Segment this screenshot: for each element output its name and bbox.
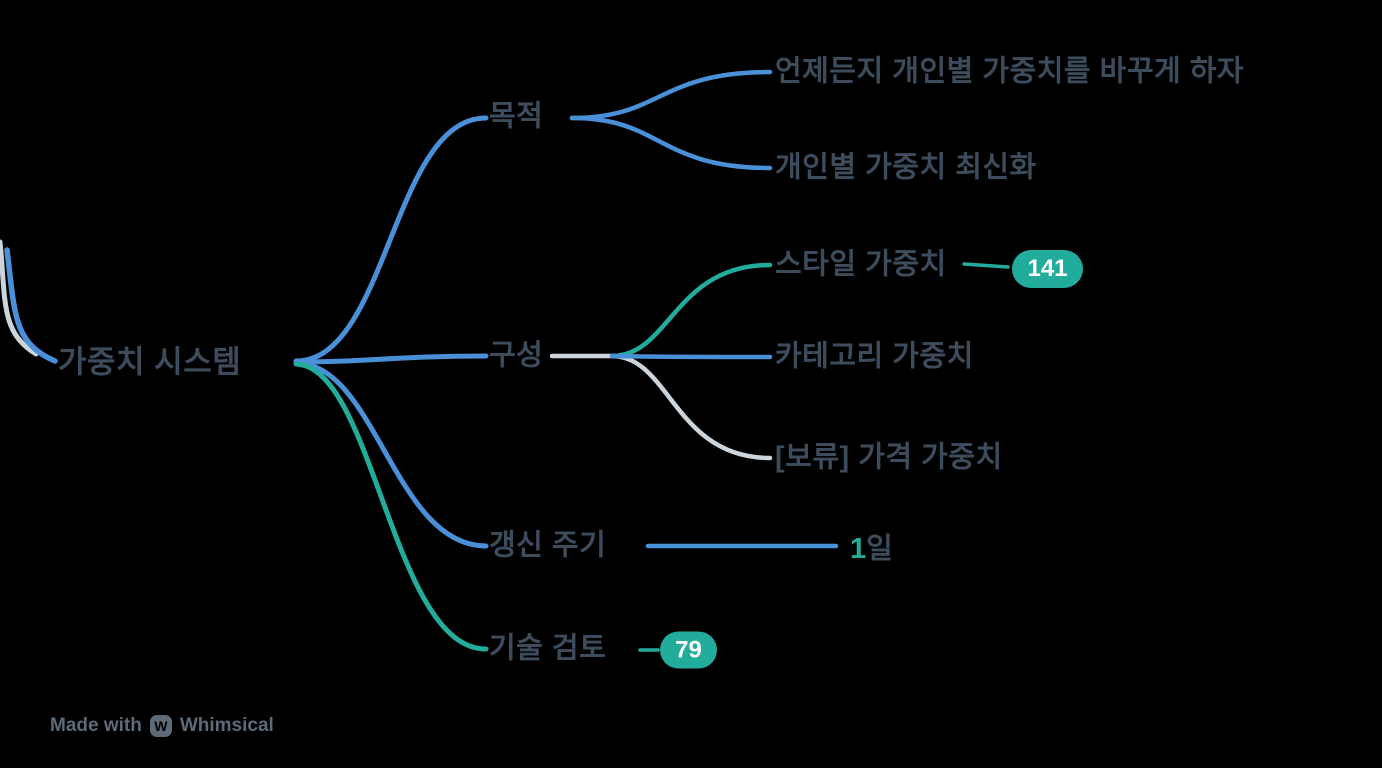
connector-root-composition <box>293 353 489 365</box>
connector-composition-style <box>609 262 773 359</box>
refresh-cycle-number: 1 <box>850 533 867 565</box>
branch-node-tech-review[interactable]: 기술 검토 <box>489 632 607 665</box>
watermark-brand-text: Whimsical <box>179 715 274 736</box>
watermark-made-with-text: Made with <box>50 715 142 736</box>
refresh-cycle-unit: 일 <box>866 533 893 565</box>
connector-purpose-child2 <box>569 115 773 171</box>
connector-purpose-child1 <box>569 69 773 121</box>
root-node-weight-system[interactable]: 가중치 시스템 <box>58 344 242 380</box>
leaf-node-style-weight[interactable]: 스타일 가중치 <box>775 248 947 281</box>
leaf-node-one-day[interactable]: 1일 <box>850 525 893 567</box>
connector-style-badge <box>962 262 1010 269</box>
branch-node-purpose[interactable]: 목적 <box>489 100 544 133</box>
branch-node-composition[interactable]: 구성 <box>489 339 544 372</box>
count-badge-tech-review[interactable]: 79 <box>660 631 717 669</box>
leaf-node-price-weight-on-hold[interactable]: [보류] 가격 가중치 <box>775 441 1003 474</box>
incoming-connector-blue <box>4 247 58 364</box>
whimsical-logo-icon: W <box>149 715 172 737</box>
connector-composition-category <box>609 353 773 360</box>
connector-root-tech <box>293 361 489 652</box>
incoming-connector-gray <box>0 239 39 357</box>
leaf-node-category-weight[interactable]: 카테고리 가중치 <box>775 340 974 373</box>
connector-root-purpose <box>293 115 489 364</box>
watermark-link[interactable]: Made with W Whimsical <box>50 715 274 737</box>
branch-node-refresh-cycle[interactable]: 갱신 주기 <box>489 529 607 562</box>
count-badge-style-weight[interactable]: 141 <box>1012 250 1083 288</box>
connector-root-cycle <box>293 360 489 549</box>
connector-composition-price <box>609 353 773 461</box>
leaf-node-keep-weights-updated[interactable]: 개인별 가중치 최신화 <box>775 151 1037 184</box>
leaf-node-change-weights-anytime[interactable]: 언제든지 개인별 가중치를 바꾸게 하자 <box>775 55 1245 88</box>
